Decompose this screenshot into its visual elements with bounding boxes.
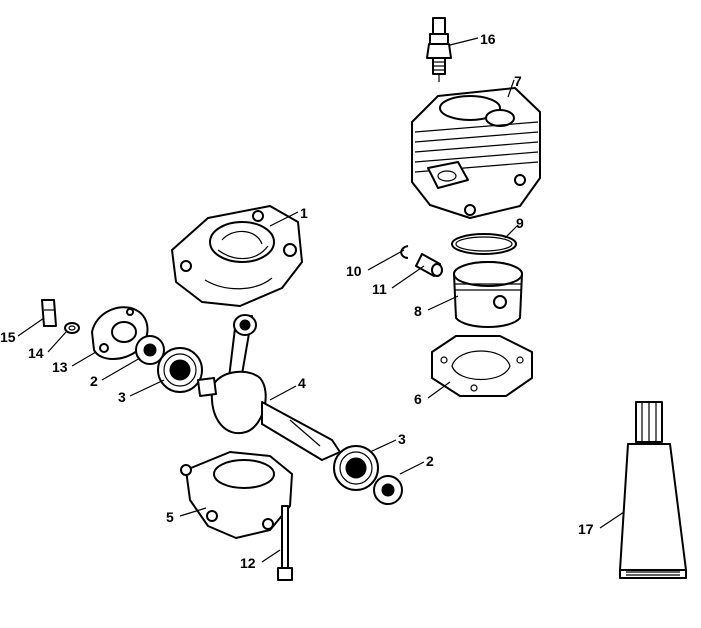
callout-15: 15: [0, 329, 16, 345]
grease-tube: [619, 401, 687, 579]
callout-4: 4: [298, 375, 306, 391]
leader-17: [599, 511, 625, 529]
bearing-cover: [91, 306, 149, 360]
leader-3a: [129, 379, 165, 397]
callout-13: 13: [52, 359, 68, 375]
callout-2-right: 2: [426, 453, 434, 469]
leader-12: [261, 549, 281, 563]
callout-17: 17: [578, 521, 594, 537]
callout-1: 1: [300, 205, 308, 221]
oil-seal-left: [135, 335, 165, 365]
callout-12: 12: [240, 555, 256, 571]
crankcase-upper: [171, 205, 303, 307]
leader-4: [269, 385, 297, 401]
gasket: [431, 335, 533, 397]
callout-7: 7: [514, 73, 522, 89]
piston: [453, 261, 523, 328]
leader-14: [47, 331, 67, 353]
piston-pin: [415, 253, 443, 277]
callout-10: 10: [346, 263, 362, 279]
piston-ring: [451, 233, 517, 255]
callout-14: 14: [28, 345, 44, 361]
ball-bearing-right: [333, 445, 379, 491]
callout-9: 9: [516, 215, 524, 231]
cylinder: [411, 87, 541, 219]
callout-16: 16: [480, 31, 496, 47]
leader-3b: [369, 439, 397, 453]
oil-seal-right: [373, 475, 403, 505]
leader-13: [71, 351, 97, 367]
leader-5: [179, 507, 207, 517]
spark-plug: [426, 17, 452, 82]
screw: [277, 505, 293, 581]
leader-2b: [399, 461, 425, 475]
leader-2a: [101, 357, 141, 381]
leader-6: [427, 381, 451, 399]
callout-6: 6: [414, 391, 422, 407]
ball-bearing-left: [157, 347, 203, 393]
leader-9: [504, 224, 519, 239]
callout-5: 5: [166, 509, 174, 525]
leader-10: [367, 249, 405, 271]
leader-11: [391, 265, 425, 289]
leader-15: [17, 317, 45, 337]
crankcase-lower: [180, 451, 293, 539]
callout-3-left: 3: [118, 389, 126, 405]
callout-11: 11: [372, 281, 387, 297]
crankshaft: [197, 314, 341, 461]
leader-7: [507, 79, 515, 98]
leader-8: [427, 295, 459, 311]
leader-1: [269, 211, 299, 227]
callout-8: 8: [414, 303, 422, 319]
hex-nut: [64, 322, 80, 334]
circlip: [400, 245, 409, 259]
sensor-part: [41, 299, 57, 327]
callout-3-right: 3: [398, 431, 406, 447]
leader-16: [449, 37, 479, 46]
callout-2-left: 2: [90, 373, 98, 389]
